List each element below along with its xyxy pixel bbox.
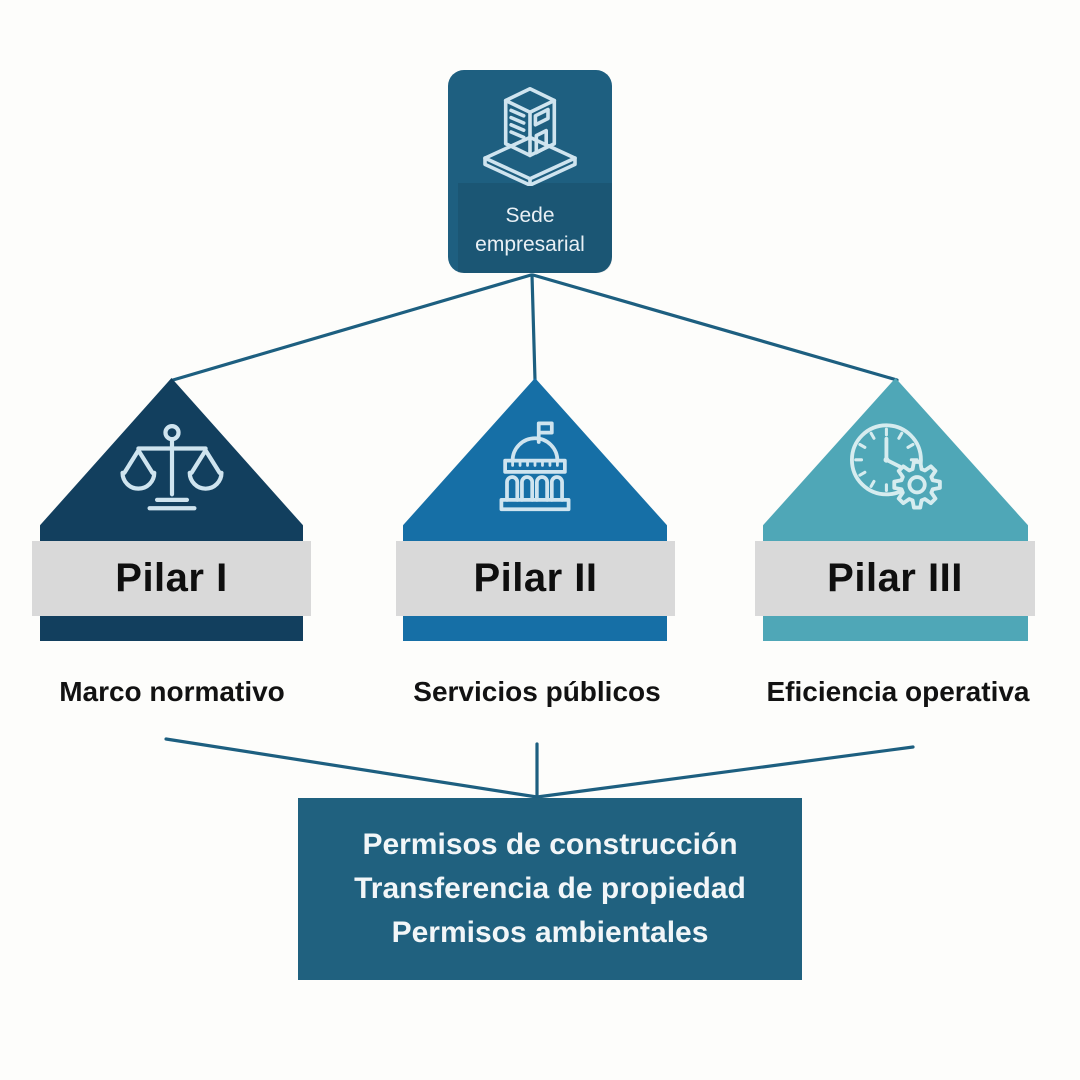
root-node-card: Sede empresarial [448,70,612,273]
pillar-1-title-band: Pilar I [32,541,311,616]
pillar-3-title: Pilar III [827,556,963,600]
outcome-line-2: Transferencia de propiedad [354,872,746,905]
outcome-box: Permisos de construcción Transferencia d… [298,798,802,980]
office-building-icon [483,87,577,186]
pillar-1-title: Pilar I [115,556,228,600]
connector-root-to-pillar-1 [171,273,533,382]
pillar-2-title-band: Pilar II [396,541,675,616]
clock-gear-icon [849,423,942,510]
connector-root-to-pillar-3 [531,273,899,382]
pillar-3-subtitle: Eficiencia operativa [766,676,1030,707]
government-building-icon [499,421,571,512]
connector-root-to-pillar-2 [530,273,537,382]
outcome-line-1: Permisos de construcción [362,828,738,861]
root-node-label-line2: empresarial [475,233,585,256]
root-node-label-line1: Sede [505,204,555,227]
root-node-label: Sede empresarial [475,201,585,273]
pillar-2-subtitle: Servicios públicos [413,676,661,707]
connector-pillar-3-to-outcome [535,745,915,799]
pillar-1-subtitle: Marco normativo [59,676,285,707]
root-node-label-backdrop [458,183,612,273]
pillar-2-title: Pilar II [473,556,598,600]
connector-pillar-1-to-outcome [164,737,539,799]
justice-scales-icon [119,424,224,511]
outcome-line-3: Permisos ambientales [391,916,709,949]
pillar-3-title-band: Pilar III [755,541,1035,616]
